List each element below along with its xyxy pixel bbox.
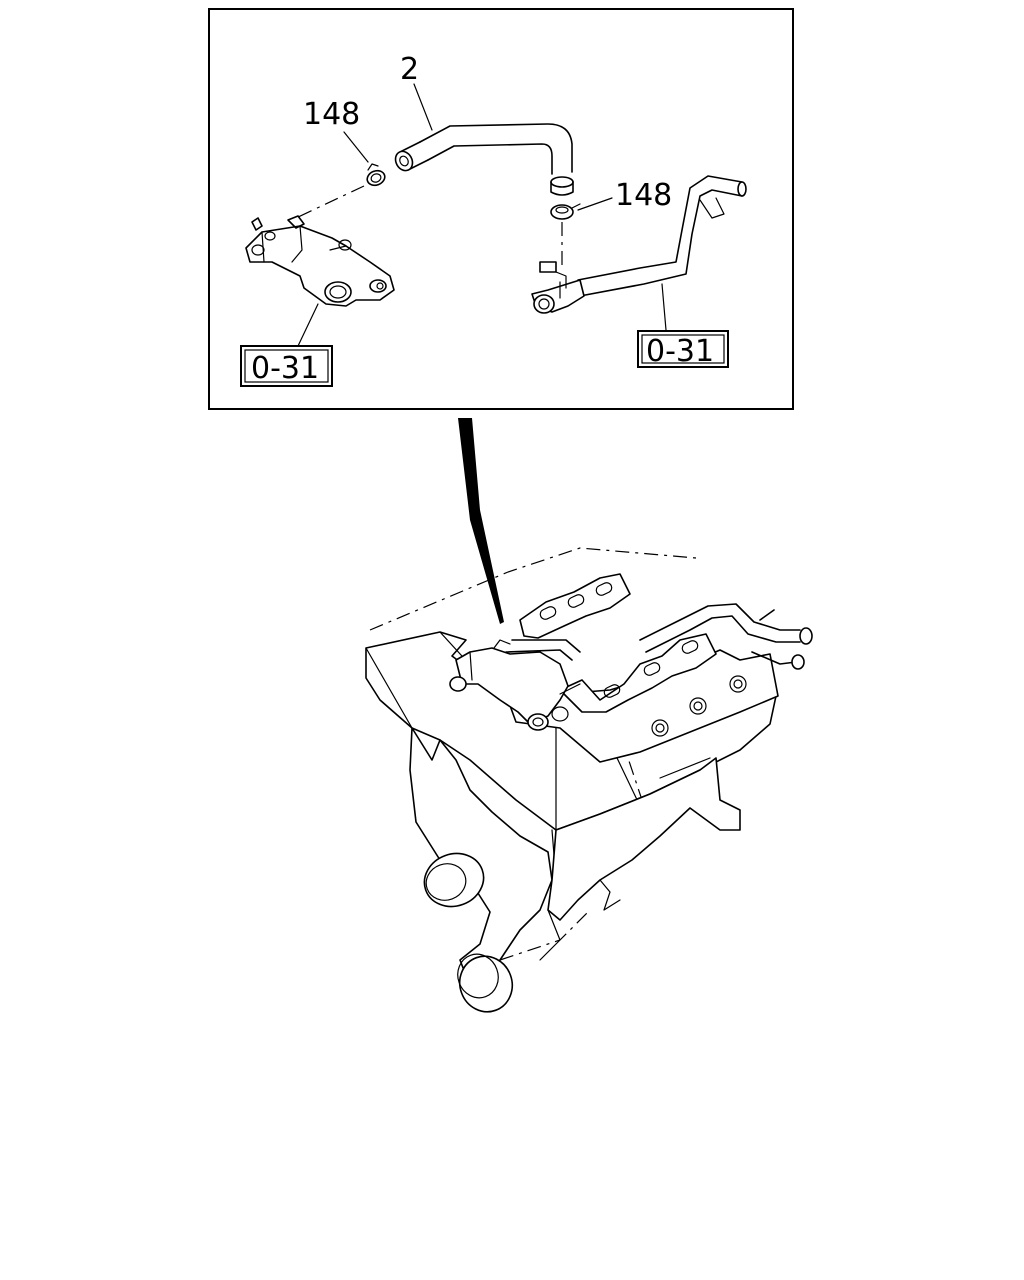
water-outlet-fitting <box>245 215 395 307</box>
hose-part <box>394 123 574 196</box>
engine-block <box>365 547 813 1013</box>
detail-frame <box>208 8 794 410</box>
leader-031-left <box>297 303 319 347</box>
callout-148-left: 148 <box>303 97 360 132</box>
leader-2 <box>413 83 433 131</box>
clamp-left <box>366 163 386 187</box>
leader-148-right <box>577 197 613 211</box>
reference-label-right: 0-31 <box>646 334 714 369</box>
callout-2: 2 <box>400 52 419 87</box>
clamp-right <box>550 203 581 220</box>
reference-box-right[interactable]: 0-31 <box>637 330 729 369</box>
reference-box-left[interactable]: 0-31 <box>240 345 333 387</box>
assembly-line-left <box>295 185 365 219</box>
water-pipe-assembly <box>531 175 747 314</box>
callout-148-right: 148 <box>615 178 672 213</box>
leader-148-left <box>343 131 369 163</box>
leader-031-right <box>661 283 667 331</box>
detail-pointer <box>458 418 504 624</box>
reference-label-left: 0-31 <box>251 351 319 386</box>
